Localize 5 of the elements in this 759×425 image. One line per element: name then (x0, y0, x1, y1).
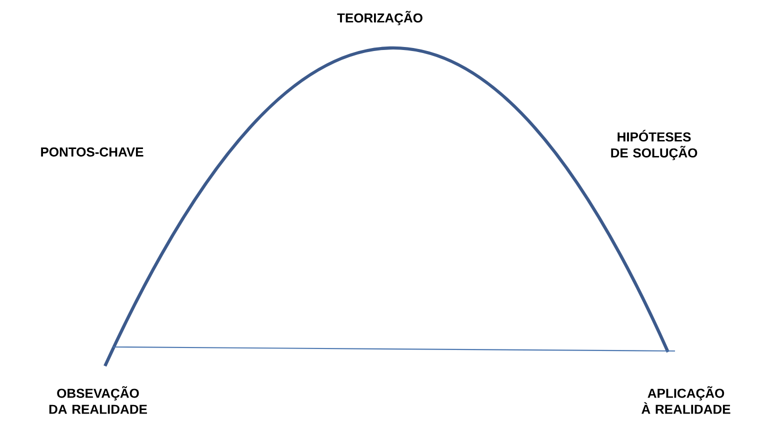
stage-label: APLICAÇÃO À REALIDADE (642, 386, 730, 414)
stage-label: HIPÓTESES DE SOLUÇÃO (611, 130, 698, 160)
stage-label: TEORIZAÇÃO (337, 10, 422, 26)
stage-label: PONTOS-CHAVE (41, 147, 144, 157)
stage-label: OBSEVAÇÃO DA REALIDADE (49, 386, 147, 414)
